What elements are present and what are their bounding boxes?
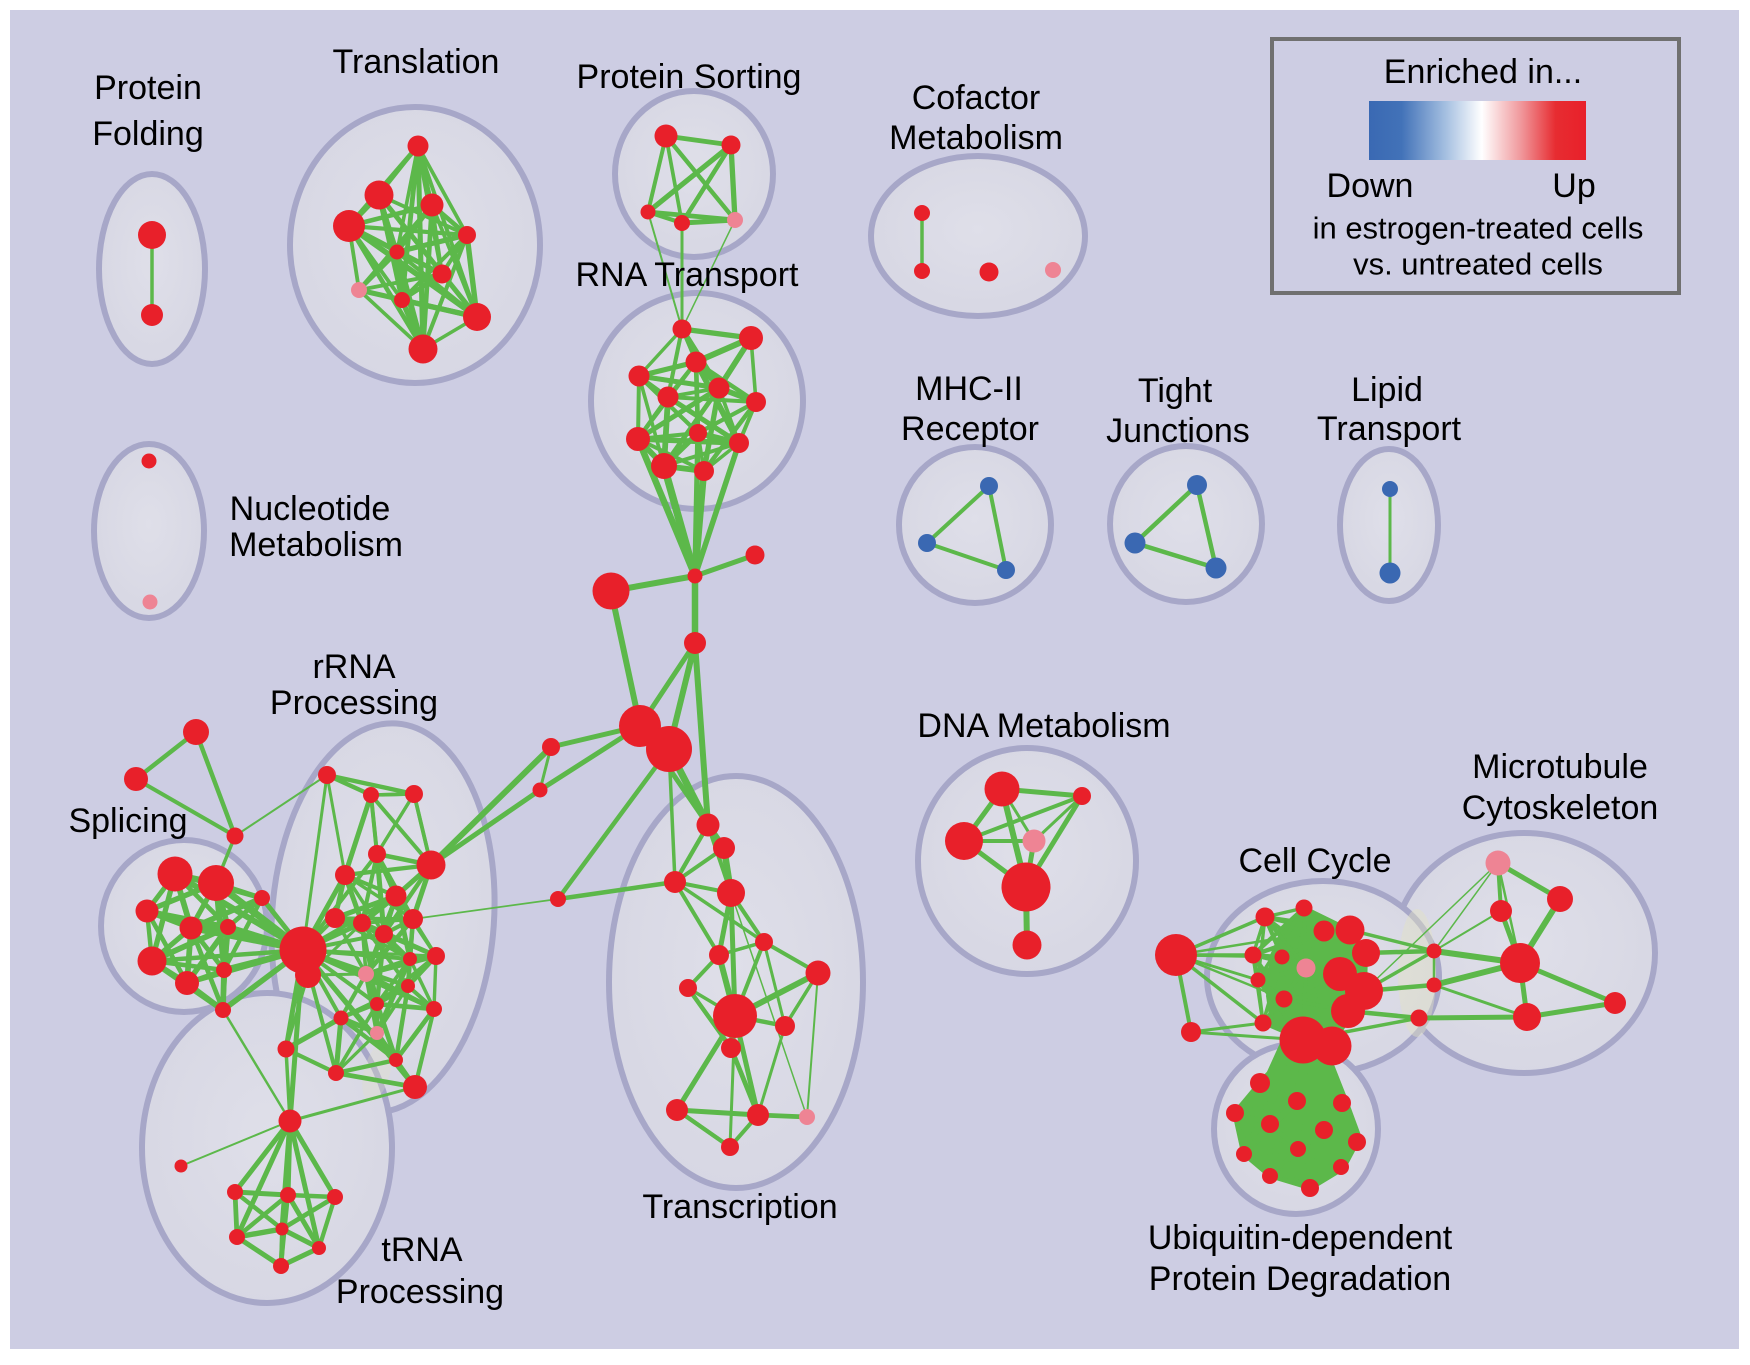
svg-text:Down: Down [1327,167,1414,205]
svg-text:Metabolism: Metabolism [229,526,403,564]
svg-text:Lipid: Lipid [1351,371,1423,409]
svg-text:Cofactor: Cofactor [912,79,1041,117]
svg-text:DNA Metabolism: DNA Metabolism [917,707,1170,745]
svg-text:RNA Transport: RNA Transport [576,256,800,294]
svg-text:Metabolism: Metabolism [889,119,1063,157]
svg-text:Enriched in...: Enriched in... [1384,53,1582,91]
svg-text:Tight: Tight [1138,372,1213,410]
svg-text:Up: Up [1552,167,1595,205]
svg-text:Ubiquitin-dependent: Ubiquitin-dependent [1148,1219,1453,1257]
svg-text:Protein Degradation: Protein Degradation [1149,1260,1451,1298]
svg-text:Protein Sorting: Protein Sorting [577,58,802,96]
svg-text:Transport: Transport [1317,410,1462,448]
svg-text:Receptor: Receptor [901,410,1039,448]
svg-text:in estrogen-treated cells: in estrogen-treated cells [1313,211,1644,246]
svg-text:Cell Cycle: Cell Cycle [1238,842,1391,880]
svg-text:vs. untreated cells: vs. untreated cells [1353,247,1603,282]
svg-text:Cytoskeleton: Cytoskeleton [1462,789,1659,827]
svg-text:Microtubule: Microtubule [1472,748,1648,786]
svg-text:Nucleotide: Nucleotide [230,490,391,528]
svg-text:Protein: Protein [94,69,202,107]
svg-text:Transcription: Transcription [642,1188,837,1226]
svg-text:Splicing: Splicing [68,802,187,840]
svg-text:Processing: Processing [270,684,438,722]
svg-text:Processing: Processing [336,1273,504,1311]
svg-text:rRNA: rRNA [312,648,395,686]
svg-text:tRNA: tRNA [381,1231,463,1269]
svg-text:Folding: Folding [92,115,204,153]
svg-text:Junctions: Junctions [1106,412,1250,450]
svg-text:MHC-II: MHC-II [915,370,1023,408]
svg-text:Translation: Translation [333,43,500,81]
